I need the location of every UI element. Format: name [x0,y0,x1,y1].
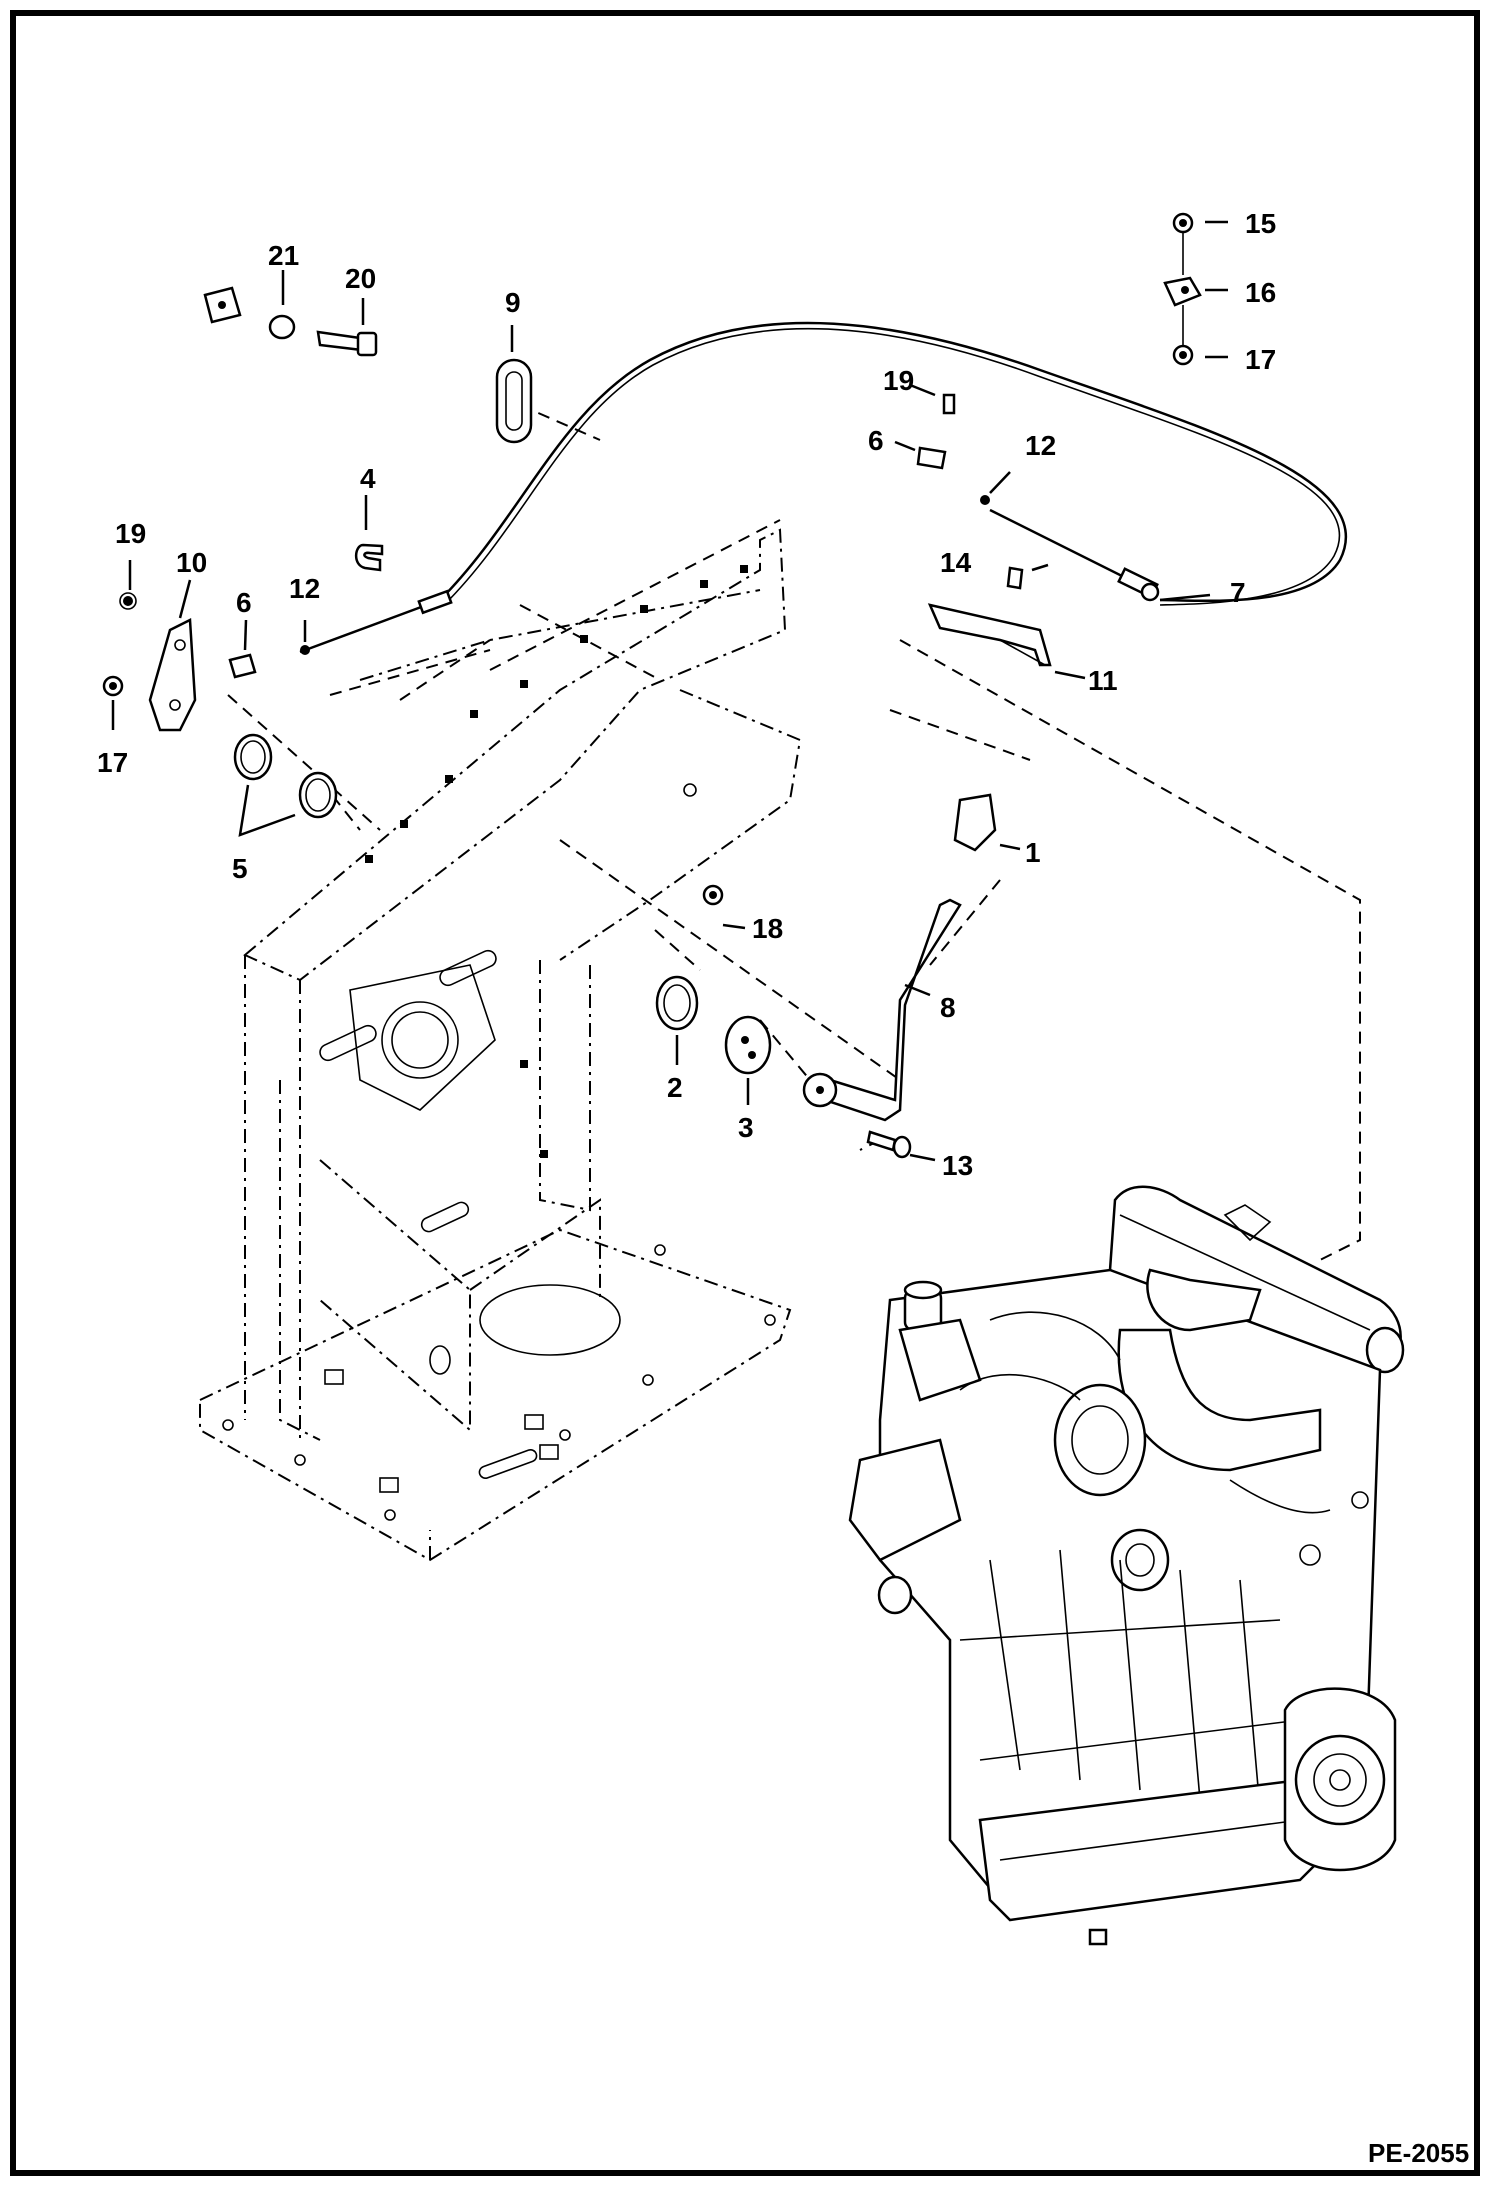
hardware-parts [102,212,1202,1159]
callout-1: 1 [1025,837,1041,868]
callout-4: 4 [360,463,376,494]
callout-12-right: 12 [1025,430,1056,461]
callout-19-right: 19 [883,365,914,396]
callout-15: 15 [1245,208,1276,239]
callout-10: 10 [176,547,207,578]
callout-leaders [111,220,1228,1162]
callout-21: 21 [268,240,299,271]
callout-13: 13 [942,1150,973,1181]
mounting-frame [199,528,802,1562]
callout-18: 18 [752,913,783,944]
throttle-cable [299,321,1348,654]
callout-6-left: 6 [236,587,252,618]
callout-16: 16 [1245,277,1276,308]
callout-5: 5 [232,853,248,884]
callout-labels: 1 2 3 4 5 6 6 7 8 9 10 11 12 12 13 14 15… [97,208,1276,1181]
callout-7: 7 [1230,577,1246,608]
callout-3: 3 [738,1112,754,1143]
callout-14: 14 [940,547,972,578]
callout-9: 9 [505,287,521,318]
callout-2: 2 [667,1072,683,1103]
callout-17-left: 17 [97,747,128,778]
callout-8: 8 [940,992,956,1023]
callout-12-left: 12 [289,573,320,604]
assembly-guide-lines [227,404,1361,1261]
callout-6-right: 6 [868,425,884,456]
callout-20: 20 [345,263,376,294]
callout-19-left: 19 [115,518,146,549]
callout-11: 11 [1088,665,1118,696]
engine-assembly [848,1185,1405,1946]
diagram-border [10,10,1480,2176]
callout-17-right: 17 [1245,344,1276,375]
page-id: PE-2055 [1368,2138,1469,2168]
